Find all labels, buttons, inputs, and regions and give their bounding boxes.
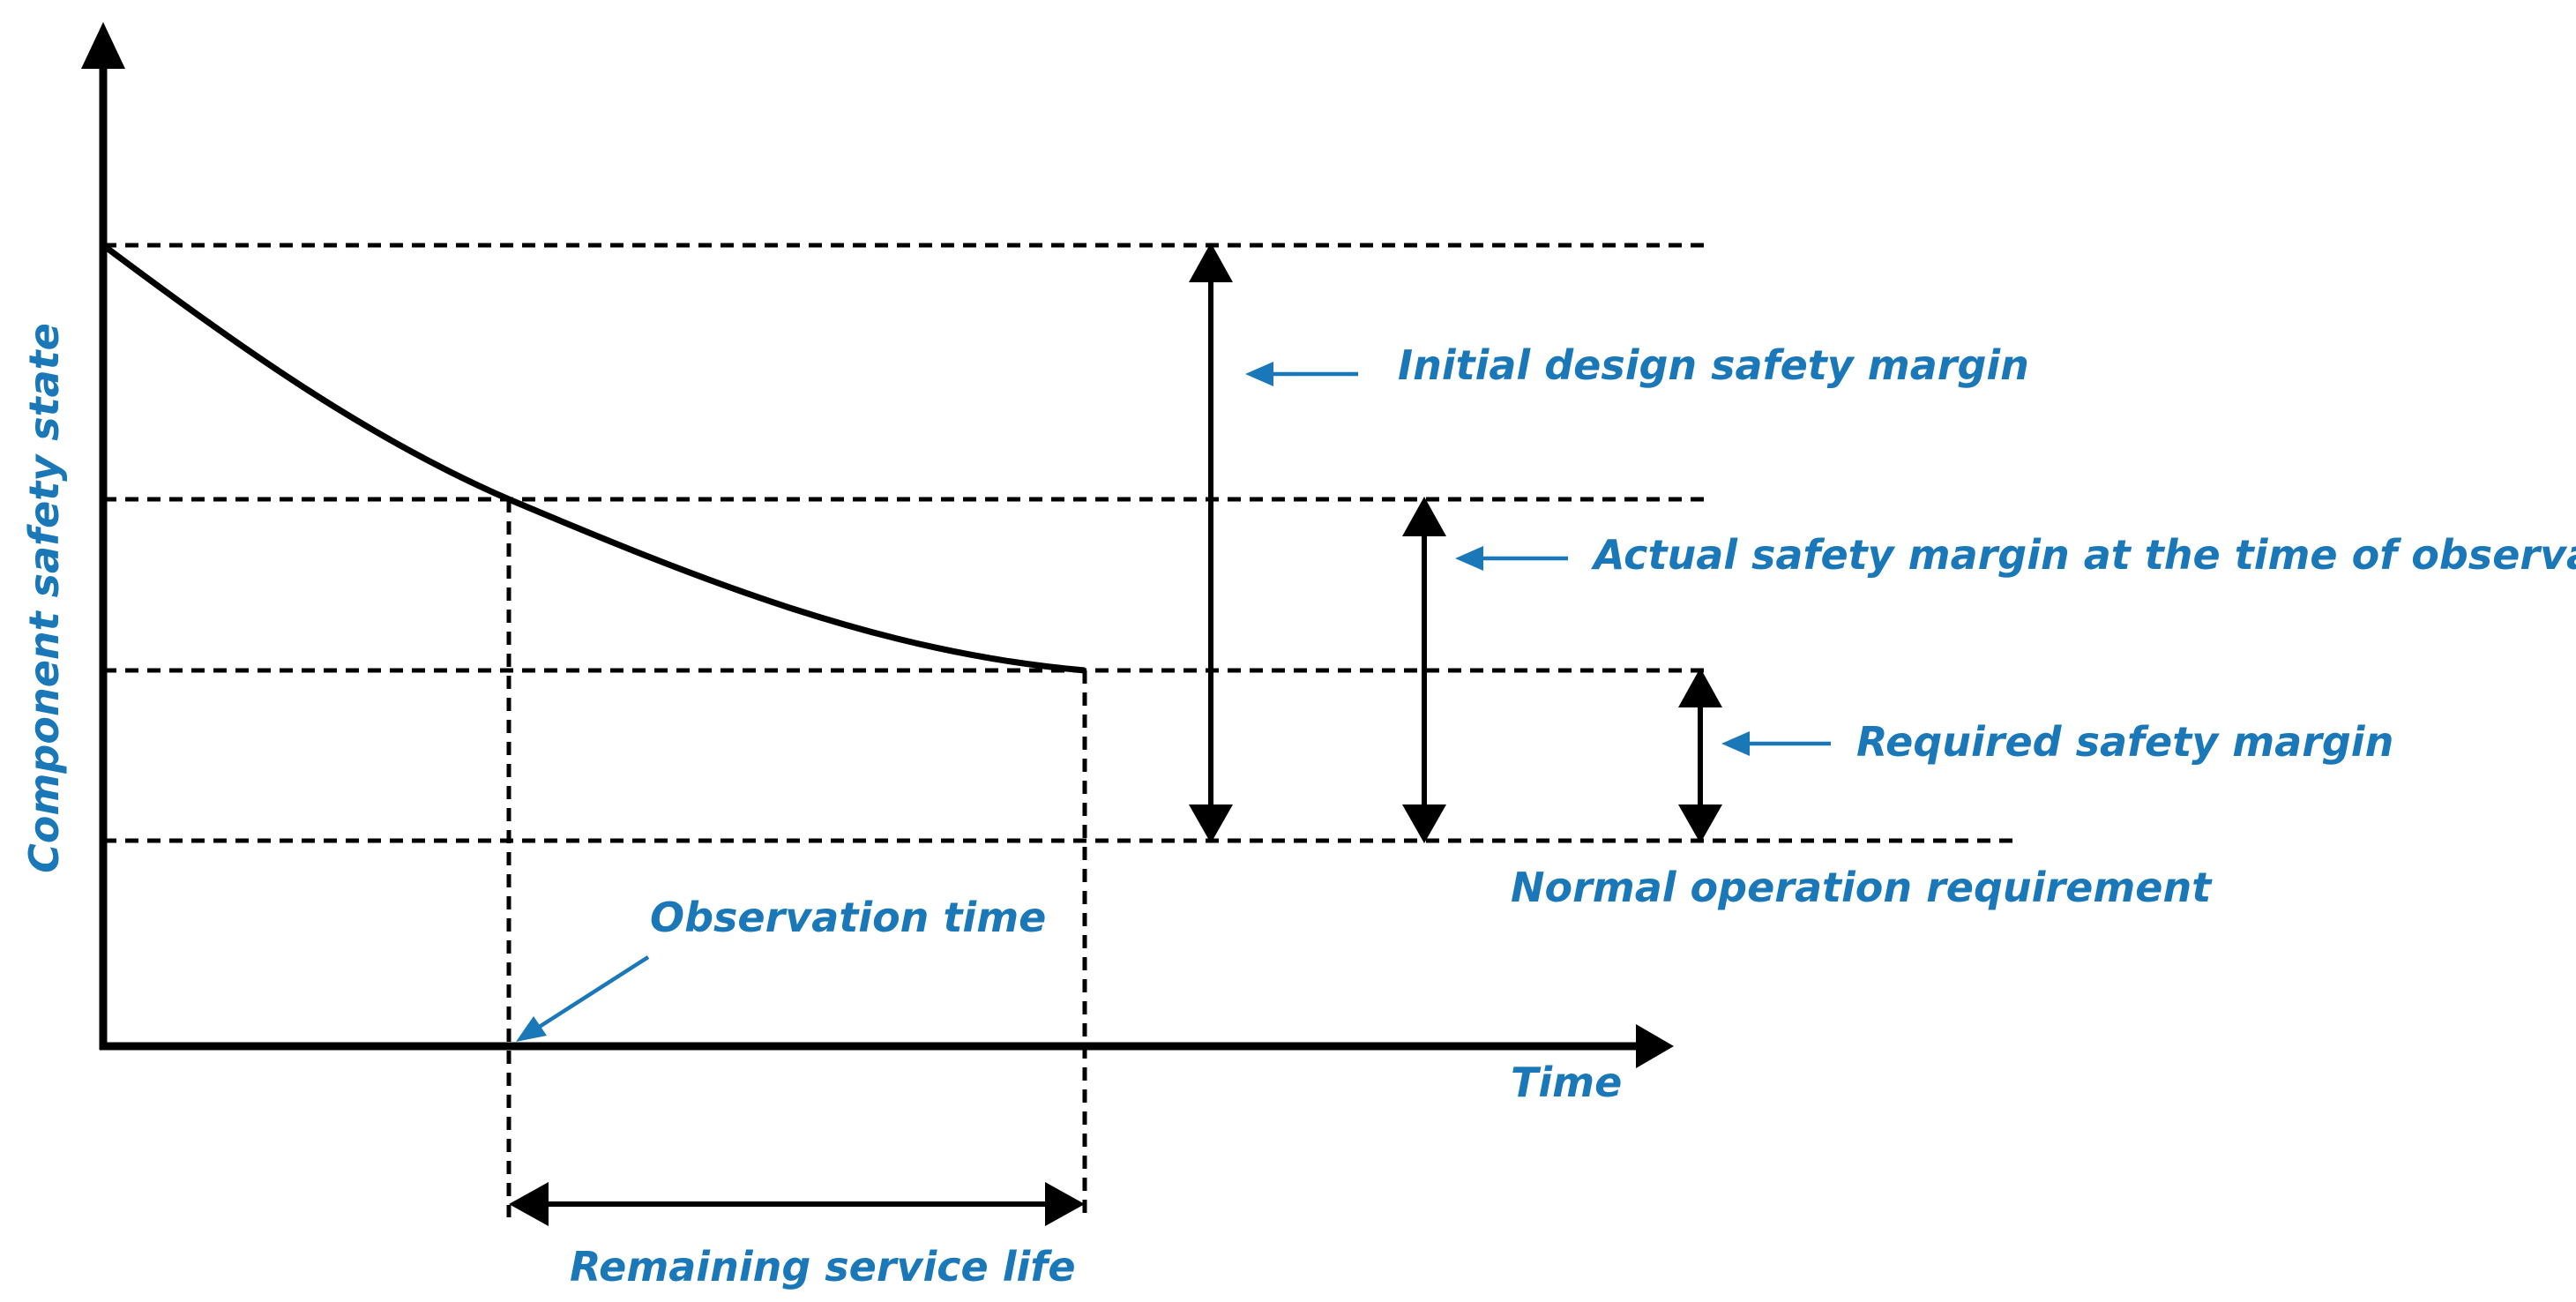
- required-margin-label: Required safety margin: [1856, 718, 2393, 766]
- observation-pointer-arrow: [516, 955, 650, 1042]
- initial-pointer-arrow: [1245, 362, 1358, 386]
- actual-margin-label: Actual safety margin at the time of obse…: [1591, 531, 2576, 579]
- axes: [81, 22, 1674, 1068]
- actual-margin-arrow: [1402, 497, 1446, 843]
- initial-margin-arrow: [1189, 243, 1233, 843]
- actual-pointer-arrow: [1455, 546, 1568, 571]
- required-margin-arrow: [1678, 668, 1722, 843]
- x-axis-arrowhead: [1636, 1024, 1674, 1068]
- normal-requirement-label: Normal operation requirement: [1511, 864, 2213, 911]
- x-axis-label: Time: [1511, 1059, 1622, 1106]
- required-pointer-arrow: [1721, 731, 1831, 756]
- remaining-life-label: Remaining service life: [570, 1243, 1076, 1291]
- remaining-life-arrow: [509, 1182, 1085, 1226]
- y-axis-arrowhead: [81, 22, 125, 69]
- y-axis-label: Component safety state: [20, 323, 68, 873]
- degradation-curve: [101, 243, 1086, 674]
- time-markers: [506, 499, 1087, 1217]
- initial-margin-label: Initial design safety margin: [1398, 341, 2029, 389]
- observation-time-label: Observation time: [650, 894, 1046, 941]
